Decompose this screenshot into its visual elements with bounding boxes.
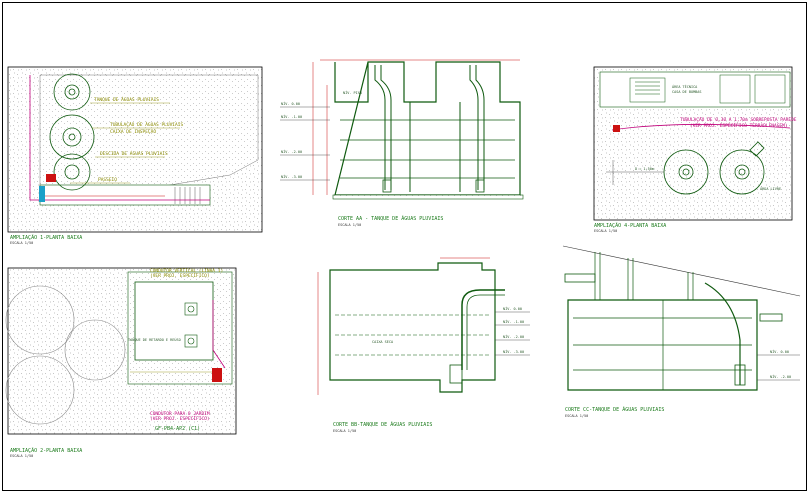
bb-inner: CAIXA SECA — [372, 340, 394, 344]
amp2-top2: (VER PROJ. ESPECÍFICO) — [150, 271, 210, 279]
amp2-bottom2: (VER PROJ. ESPECÍFICO) — [150, 414, 210, 422]
amp1-subtitle: ESCALA 1/50 — [10, 241, 33, 245]
aa-subtitle: ESCALA 1/50 — [338, 223, 361, 227]
bb-level-1: NÍV. -1.00 — [503, 319, 524, 324]
amp2-top: CONDUTOR VERTICAL (LINHA 1) — [150, 268, 223, 274]
cc-subtitle: ESCALA 1/50 — [565, 414, 588, 418]
amp2-bottom: CONDUTOR PARA O JARDIM — [150, 411, 210, 417]
panel-amp4: ÁREA TÉCNICA CASA DE BOMBAS TUBULAÇÃO DE… — [593, 66, 797, 233]
panel-corteBB: CAIXA SECA NÍV. 0.00 NÍV. -1.00 NÍV. -2.… — [317, 257, 530, 433]
panel-amp1: TANQUE DE ÁGUAS PLUVIAIS TUBULAÇÃO DE ÁG… — [7, 66, 263, 245]
amp2-code: GF-PB4-AP2 (C1) — [155, 426, 200, 432]
amp1-note-2: CAIXA DE INSPEÇÃO — [110, 128, 156, 135]
bb-subtitle: ESCALA 1/50 — [333, 429, 356, 433]
panel-corteAA: NÍV. 0.00 NÍV. -1.00 NÍV. -2.00 NÍV. -3.… — [280, 59, 524, 227]
bb-level-3: NÍV. -3.00 — [503, 349, 524, 354]
aa-level-3: NÍV. -3.00 — [281, 174, 302, 179]
amp1-note-3: DESCIDA DE ÁGUAS PLUVIAIS — [100, 150, 168, 157]
panel-amp2: TANQUE DE RETARDO E REÚSO CONDUTOR VERTI… — [5, 267, 237, 458]
amp4-room2: CASA DE BOMBAS — [672, 90, 702, 94]
aa-level-1: NÍV. -1.00 — [281, 114, 302, 119]
amp4-right: ÁREA LIVRE — [760, 186, 781, 191]
bb-title: CORTE BB-TANQUE DE ÁGUAS PLUVIAIS — [333, 421, 432, 428]
amp4-note-magenta: TUBULAÇÃO DE 0,30 A 1,70m SOBREPOSTA PAR… — [680, 116, 797, 123]
aa-title: CORTE AA - TANQUE DE ÁGUAS PLUVIAIS — [338, 215, 443, 222]
amp1-note-1: TUBULAÇÃO DE ÁGUAS PLUVIAIS — [110, 121, 183, 128]
amp4-room: ÁREA TÉCNICA — [672, 84, 698, 89]
aa-level-0: NÍV. 0.00 — [281, 101, 300, 106]
amp4-title: AMPLIAÇÃO 4-PLANTA BAIXA — [594, 222, 666, 229]
amp1-note-0: TANQUE DE ÁGUAS PLUVIAIS — [94, 96, 159, 103]
aa-label-top: NÍV. PISO — [343, 90, 362, 95]
amp2-subtitle: ESCALA 1/50 — [10, 454, 33, 458]
cc-level-0: NÍV. 0.00 — [770, 349, 789, 354]
cc-level-1: NÍV. -2.00 — [770, 374, 791, 379]
aa-level-2: NÍV. -2.00 — [281, 149, 302, 154]
panel-corteCC: NÍV. 0.00 NÍV. -2.00 CORTE CC-TANQUE DE … — [562, 245, 801, 418]
cc-title: CORTE CC-TANQUE DE ÁGUAS PLUVIAIS — [565, 406, 664, 413]
amp4-subtitle: ESCALA 1/50 — [594, 229, 617, 233]
amp4-note-magenta2: (VER PROJ. ESPECÍFICO TERRAPLENAGEM) — [690, 121, 788, 129]
amp1-title: AMPLIAÇÃO 1-PLANTA BAIXA — [10, 234, 82, 241]
amp2-tank: TANQUE DE RETARDO E REÚSO — [128, 337, 181, 342]
bb-level-2: NÍV. -2.00 — [503, 334, 524, 339]
amp2-title: AMPLIAÇÃO 2-PLANTA BAIXA — [10, 447, 82, 454]
amp1-note-4: PASSEIO — [98, 177, 117, 183]
bb-level-0: NÍV. 0.00 — [503, 306, 522, 311]
amp4-dim: D = 1,50m — [635, 167, 654, 171]
